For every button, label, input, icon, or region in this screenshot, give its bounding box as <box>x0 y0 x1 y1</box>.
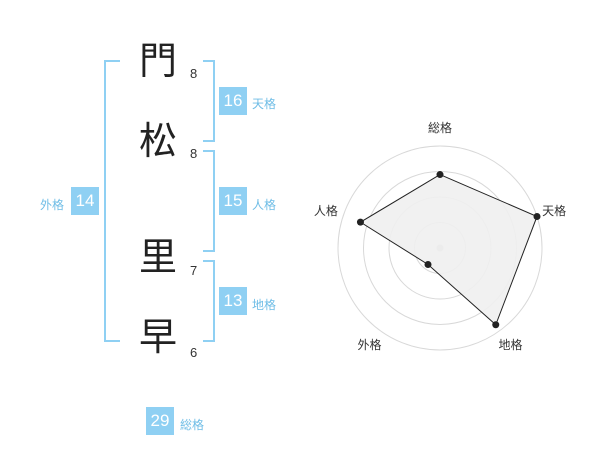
jinkaku-value: 15 <box>219 187 247 215</box>
jinkaku-bracket <box>203 150 215 252</box>
radar-point-総格 <box>436 171 444 179</box>
soukaku-label: 総格 <box>180 418 205 432</box>
chikaku-label: 地格 <box>252 298 277 312</box>
stroke-count-4: 6 <box>190 345 198 360</box>
radar-point-天格 <box>533 212 541 220</box>
stroke-count-2: 8 <box>190 146 198 161</box>
radar-points <box>356 171 541 329</box>
radar-axis-label-2: 地格 <box>499 337 523 352</box>
radar-value-polygon <box>359 173 538 326</box>
name-char-4: 早 <box>138 315 177 359</box>
name-char-3: 里 <box>138 235 177 279</box>
gaikaku-label: 外格 <box>40 198 65 212</box>
gaikaku-value: 14 <box>71 187 99 215</box>
radar-point-人格 <box>356 218 364 226</box>
soukaku-value: 29 <box>146 407 174 435</box>
jinkaku-label: 人格 <box>252 198 277 212</box>
name-char-1: 門 <box>138 39 177 83</box>
radar-axis-label-3: 外格 <box>357 337 381 352</box>
gaikaku-bracket <box>104 60 120 342</box>
chikaku-bracket <box>203 260 215 342</box>
tenkaku-label: 天格 <box>252 97 277 111</box>
radar-axis-label-4: 人格 <box>314 203 338 218</box>
stroke-count-1: 8 <box>190 66 198 81</box>
stroke-count-3: 7 <box>190 263 198 278</box>
chikaku-value: 13 <box>219 287 247 315</box>
radar-point-外格 <box>424 261 432 269</box>
radar-axis-label-1: 天格 <box>542 203 566 218</box>
tenkaku-bracket <box>203 60 215 142</box>
name-char-2: 松 <box>138 119 177 163</box>
radar-point-地格 <box>492 321 500 329</box>
radar-axis-label-0: 総格 <box>428 120 452 135</box>
tenkaku-value: 16 <box>219 87 247 115</box>
